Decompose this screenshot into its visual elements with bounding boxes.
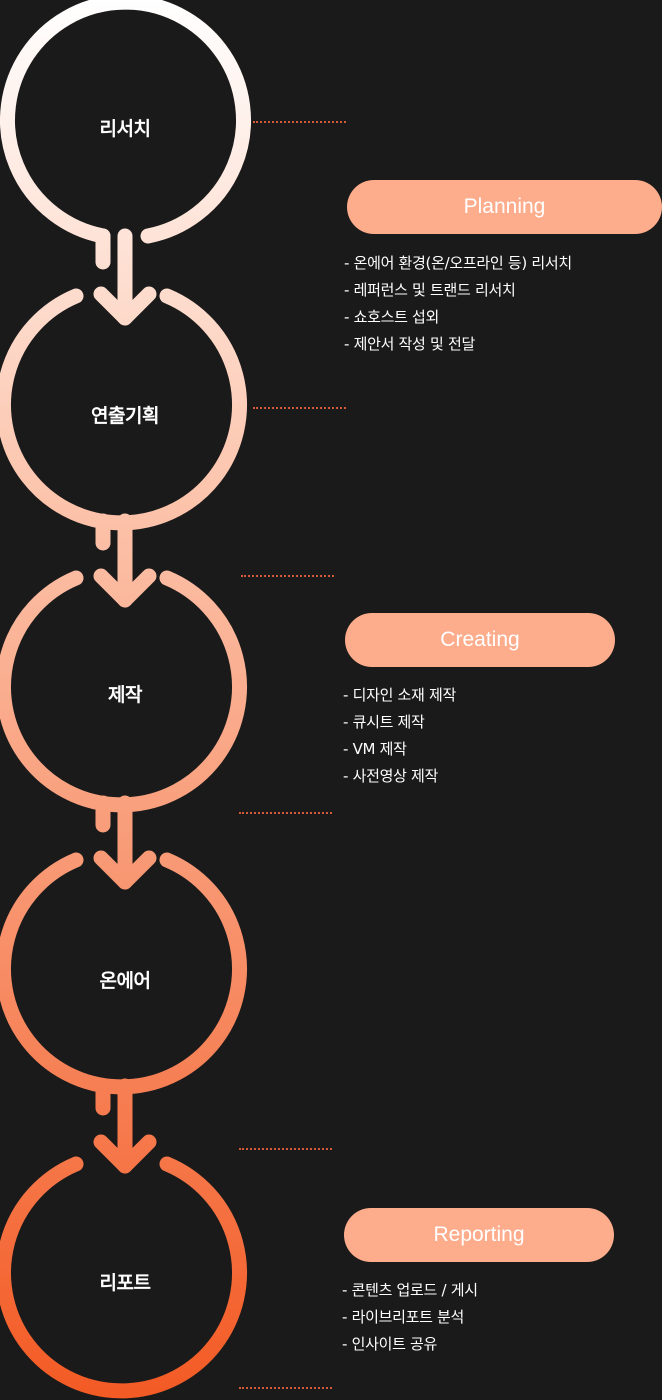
- list-item: - 큐시트 제작: [343, 713, 425, 731]
- list-item: - 사전영상 제작: [343, 767, 439, 785]
- phase-badge-reporting: Reporting: [344, 1208, 614, 1262]
- dotted-divider: [241, 575, 334, 577]
- arrow-down-icon: [93, 850, 157, 890]
- step-label-research: 리서치: [99, 118, 151, 140]
- dotted-divider: [253, 407, 346, 409]
- list-item: - 라이브리포트 분석: [342, 1308, 465, 1326]
- list-item: - VM 제작: [343, 740, 407, 758]
- dotted-divider: [239, 1387, 332, 1389]
- list-item: - 콘텐츠 업로드 / 게시: [342, 1281, 478, 1299]
- list-item: - 제안서 작성 및 전달: [344, 335, 475, 353]
- arrow-down-icon: [93, 286, 157, 326]
- step-label-report: 리포트: [99, 1272, 151, 1294]
- step-label-production: 제작: [108, 684, 142, 706]
- step-label-planning: 연출기획: [91, 405, 159, 427]
- step-circle-5: [0, 1156, 247, 1399]
- list-item: - 쇼호스트 섭외: [344, 308, 440, 326]
- phase-badge-planning: Planning: [347, 180, 662, 234]
- step-circle-1: [0, 0, 251, 244]
- list-item: - 레퍼런스 및 트랜드 리서치: [344, 281, 516, 299]
- list-item: - 인사이트 공유: [342, 1335, 438, 1353]
- dotted-divider: [239, 812, 332, 814]
- arrow-down-icon: [93, 1134, 157, 1174]
- phase-list-creating: - 디자인 소재 제작 - 큐시트 제작 - VM 제작 - 사전영상 제작: [343, 682, 456, 790]
- list-item: - 디자인 소재 제작: [343, 686, 457, 704]
- phase-badge-creating: Creating: [345, 613, 615, 667]
- phase-list-planning: - 온에어 환경(온/오프라인 등) 리서치 - 레퍼런스 및 트랜드 리서치 …: [344, 250, 572, 358]
- dotted-divider: [253, 121, 346, 123]
- arrow-down-icon: [93, 568, 157, 608]
- list-item: - 온에어 환경(온/오프라인 등) 리서치: [344, 254, 572, 272]
- dotted-divider: [239, 1148, 332, 1150]
- step-label-on-air: 온에어: [99, 970, 151, 992]
- phase-list-reporting: - 콘텐츠 업로드 / 게시 - 라이브리포트 분석 - 인사이트 공유: [342, 1277, 478, 1358]
